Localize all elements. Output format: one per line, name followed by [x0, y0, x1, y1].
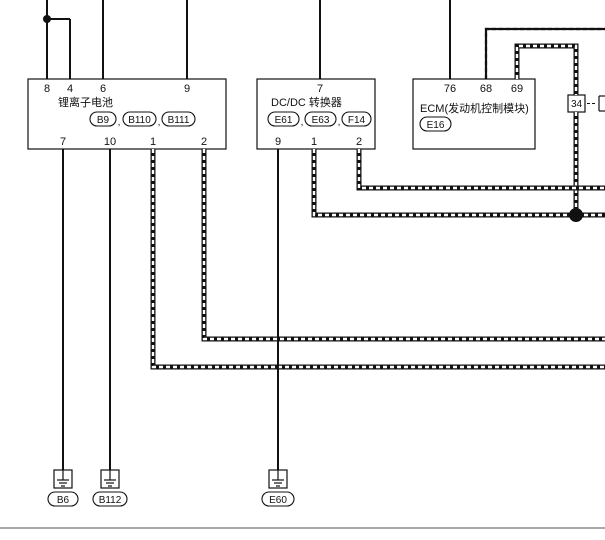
dcdc-pin-1: 1	[311, 136, 317, 148]
connector-34: 34	[567, 94, 605, 113]
battery-separator: ,	[118, 117, 121, 128]
ecm-connector-e16: E16	[427, 120, 445, 131]
ground-b6-label: B6	[57, 495, 70, 506]
dcdc-pin-9: 9	[275, 136, 281, 148]
wire-ecm-68	[484, 27, 605, 79]
battery-pin-4: 4	[67, 83, 73, 95]
battery-pin-10: 10	[104, 136, 116, 148]
battery-connector-b9: B9	[97, 115, 110, 126]
battery-separator: ,	[158, 117, 161, 128]
battery-pin-1: 1	[150, 136, 156, 148]
battery-connector-b111: B111	[168, 115, 190, 126]
dcdc-connector-e63: E63	[312, 115, 330, 126]
dcdc-connector-e61: E61	[275, 115, 293, 126]
battery-connector-b110: B110	[128, 115, 151, 126]
battery-name: 锂离子电池	[58, 95, 113, 109]
battery-pin-8: 8	[44, 83, 50, 95]
ecm-pin-69: 69	[511, 83, 523, 95]
battery-pin-9: 9	[184, 83, 190, 95]
dcdc-pin-2: 2	[356, 136, 362, 148]
dcdc-name: DC/DC 转换器	[271, 95, 342, 109]
dcdc-separator: ,	[301, 117, 304, 128]
wire-battery-pin8	[43, 0, 71, 79]
dcdc-connector-f14: F14	[348, 115, 366, 126]
ecm-pin-68: 68	[480, 83, 492, 95]
ecm-module: 76 68 69 ECM(发动机控制模块) E16	[412, 78, 536, 150]
dcdc-converter: 7 DC/DC 转换器 E61 , E63 , F14 9 1 2	[256, 78, 376, 150]
junction-dot	[569, 208, 583, 222]
ecm-name: ECM(发动机控制模块)	[420, 101, 529, 115]
battery-pin-7: 7	[60, 136, 66, 148]
connector-34-label: 34	[571, 99, 583, 110]
ecm-pin-76: 76	[444, 83, 456, 95]
battery-pin-6: 6	[100, 83, 106, 95]
ground-b6: B6	[47, 469, 79, 507]
lithium-battery: 8 4 6 9 锂离子电池 B9 , B110 , B111 7 10 1 2	[27, 78, 227, 150]
ground-b112-label: B112	[99, 495, 122, 506]
battery-pin-2: 2	[201, 136, 207, 148]
ground-e60: E60	[261, 469, 295, 507]
dcdc-pin-7: 7	[317, 83, 323, 95]
ground-e60-label: E60	[269, 495, 287, 506]
dcdc-separator: ,	[338, 117, 341, 128]
ground-b112: B112	[92, 469, 128, 507]
